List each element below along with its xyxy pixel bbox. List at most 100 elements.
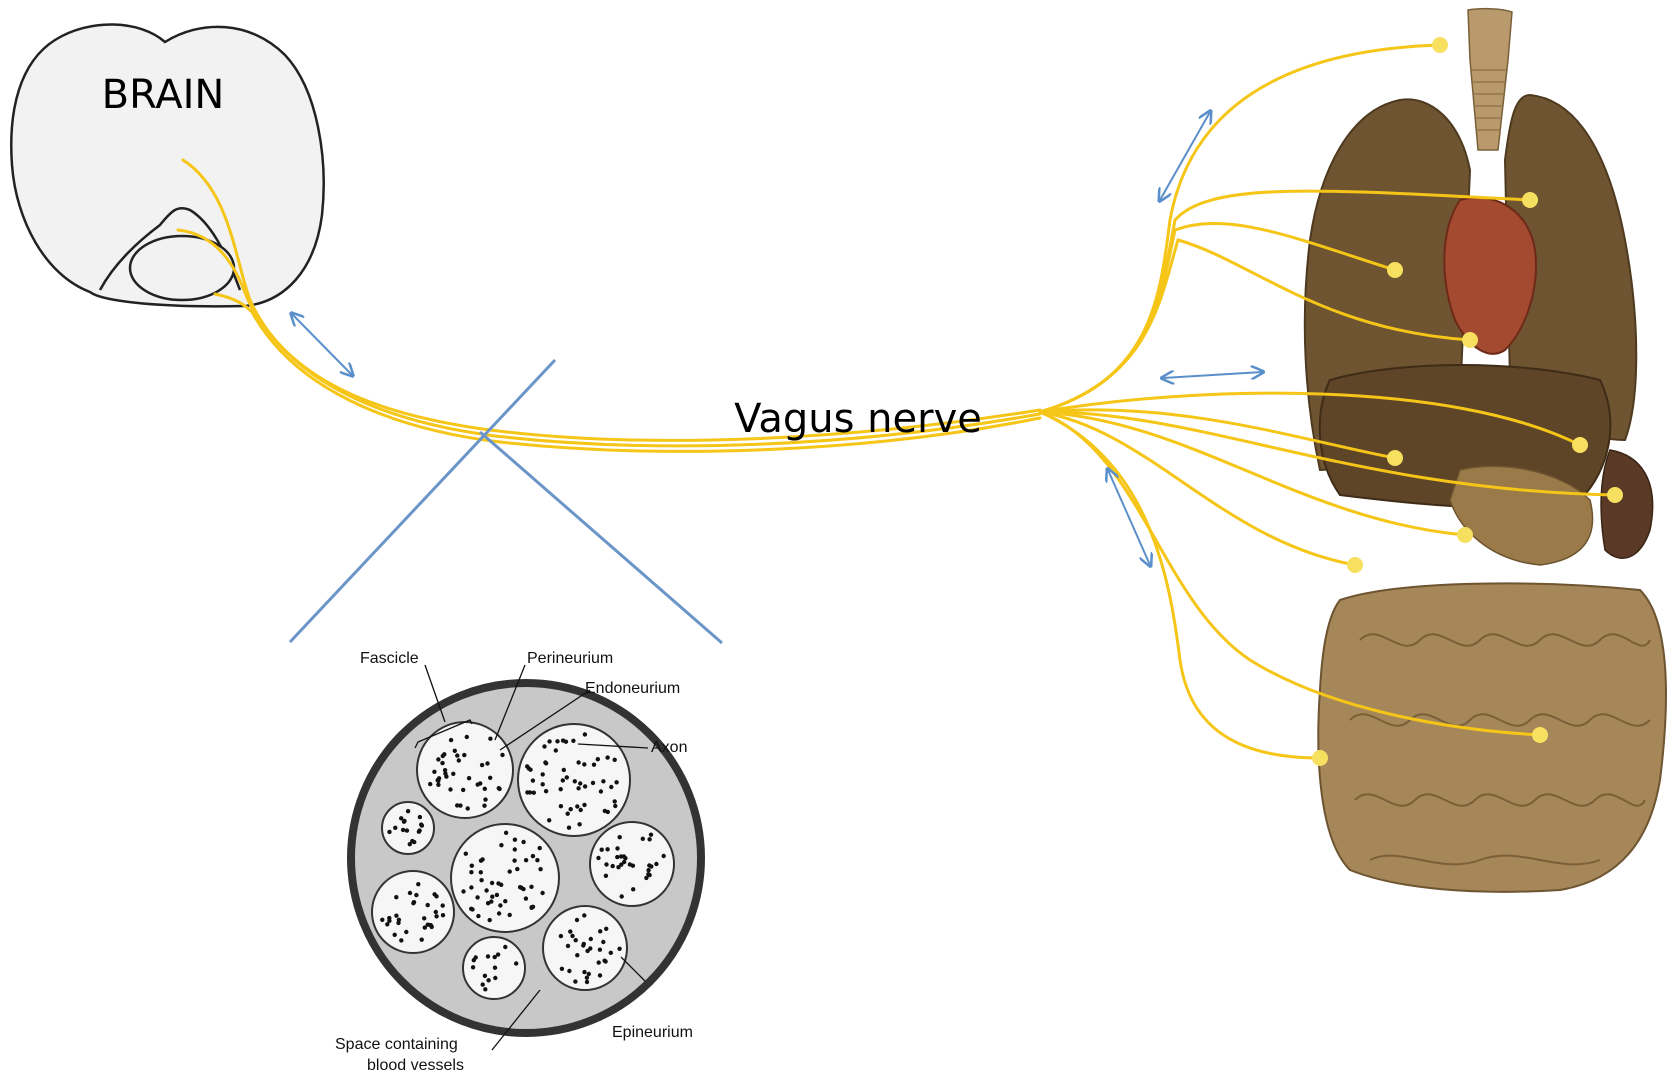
axon-dot	[613, 804, 617, 808]
axon-dot	[393, 933, 397, 937]
axon-dot	[541, 782, 545, 786]
axon-dot	[554, 748, 558, 752]
axon-dot	[601, 940, 605, 944]
axon-dot	[418, 815, 422, 819]
axon-dot	[422, 916, 426, 920]
spleen	[1601, 450, 1653, 558]
axon-dot	[457, 758, 461, 762]
label-endoneurium: Endoneurium	[585, 680, 680, 697]
nerve-label: Vagus nerve	[734, 396, 982, 442]
axon-dot	[493, 955, 497, 959]
axon-dot	[417, 828, 421, 832]
axon-dot	[529, 885, 533, 889]
brain-label: BRAIN	[102, 72, 225, 118]
axon-dot	[483, 797, 487, 801]
axon-dot	[606, 810, 610, 814]
axon-dot	[479, 870, 483, 874]
axon-dot	[412, 900, 416, 904]
axon-dot	[599, 789, 603, 793]
axon-dot	[596, 856, 600, 860]
axon-dot	[518, 885, 522, 889]
nerve-end-node	[1462, 332, 1478, 348]
axon-dot	[503, 945, 507, 949]
axon-dot	[513, 847, 517, 851]
axon-dot	[514, 961, 518, 965]
axon-dot	[475, 895, 479, 899]
axon-dot	[387, 830, 391, 834]
axon-dot	[609, 951, 613, 955]
axon-dot	[619, 854, 623, 858]
axon-dot	[508, 913, 512, 917]
label-epineurium: Epineurium	[612, 1024, 693, 1041]
axon-dot	[504, 831, 508, 835]
axon-dot	[483, 787, 487, 791]
axon-dot	[408, 891, 412, 895]
axon-dot	[641, 837, 645, 841]
axon-dot	[394, 914, 398, 918]
axon-dot	[483, 987, 487, 991]
axon-dot	[458, 803, 462, 807]
axon-dot	[399, 938, 403, 942]
axon-dot	[603, 959, 607, 963]
axon-dot	[434, 914, 438, 918]
axon-dot	[503, 899, 507, 903]
axon-dot	[488, 918, 492, 922]
label-perineurium: Perineurium	[527, 650, 613, 667]
axon-dot	[414, 893, 418, 897]
axon-dot	[495, 893, 499, 897]
axon-dot	[451, 772, 455, 776]
axon-dot	[647, 837, 651, 841]
axon-dot	[543, 760, 547, 764]
axon-dot	[490, 881, 494, 885]
axon-dot	[455, 753, 459, 757]
axon-dot	[434, 894, 438, 898]
axon-dot	[582, 970, 586, 974]
axon-dot	[532, 791, 536, 795]
axon-dot	[662, 854, 666, 858]
axon-dot	[402, 819, 406, 823]
axon-dot	[582, 762, 586, 766]
axon-dot	[654, 862, 658, 866]
axon-dot	[542, 744, 546, 748]
axon-dot	[481, 982, 485, 986]
axon-dot	[623, 856, 627, 860]
nerve-end-node	[1607, 487, 1623, 503]
axon-dot	[547, 818, 551, 822]
axon-dot	[604, 927, 608, 931]
axon-dot	[559, 787, 563, 791]
axon-dot	[565, 775, 569, 779]
nerve-branch-kidney	[1040, 412, 1355, 565]
axon-dot	[525, 790, 529, 794]
axon-dot	[426, 903, 430, 907]
axon-dot	[497, 911, 501, 915]
axon-dot	[588, 946, 592, 950]
axon-dot	[512, 858, 516, 862]
axon-dot	[467, 776, 471, 780]
nerve-end-node	[1387, 262, 1403, 278]
axon-dot	[566, 944, 570, 948]
axon-dot	[547, 739, 551, 743]
axon-dot	[559, 804, 563, 808]
axon-dot	[604, 862, 608, 866]
axon-dot	[476, 782, 480, 786]
axon-dot	[401, 828, 405, 832]
axon-dot	[587, 972, 591, 976]
axon-dot	[538, 846, 542, 850]
double-arrow-icon	[1160, 112, 1210, 200]
axon-dot	[605, 755, 609, 759]
axon-dot	[484, 888, 488, 892]
axon-dot	[419, 822, 423, 826]
axon-dot	[486, 954, 490, 958]
axon-dot	[476, 914, 480, 918]
axon-dot	[573, 779, 577, 783]
axon-dot	[579, 808, 583, 812]
fascicle	[451, 824, 559, 932]
brainstem-section	[130, 236, 234, 300]
axon-dot	[568, 929, 572, 933]
axon-dot	[480, 763, 484, 767]
axon-dot	[500, 753, 504, 757]
axon-dot	[647, 873, 651, 877]
axon-dot	[567, 969, 571, 973]
axon-dot	[440, 761, 444, 765]
